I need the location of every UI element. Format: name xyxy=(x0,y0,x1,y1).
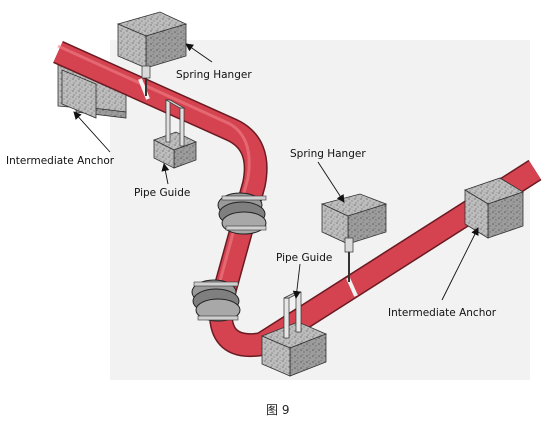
pipe-guide-upper xyxy=(152,99,198,169)
leader-arrows xyxy=(73,43,479,301)
expansion-joint-lower xyxy=(191,279,241,322)
label-intermediate-anchor-left: Intermediate Anchor xyxy=(6,155,115,167)
label-pipe-guide-upper: Pipe Guide xyxy=(134,187,190,199)
intermediate-anchor-left-front xyxy=(61,69,97,119)
label-spring-hanger-middle: Spring Hanger xyxy=(290,148,366,160)
pipe-guide-lower xyxy=(260,291,328,377)
figure-caption: 图 9 xyxy=(266,403,289,417)
expansion-joint-upper xyxy=(217,192,267,235)
label-spring-hanger-top: Spring Hanger xyxy=(176,69,252,81)
label-intermediate-anchor-right: Intermediate Anchor xyxy=(388,307,497,319)
spring-hanger-middle xyxy=(320,193,388,282)
spring-hanger-top xyxy=(116,11,188,96)
label-pipe-guide-lower: Pipe Guide xyxy=(276,252,332,264)
intermediate-anchor-right xyxy=(464,177,524,239)
